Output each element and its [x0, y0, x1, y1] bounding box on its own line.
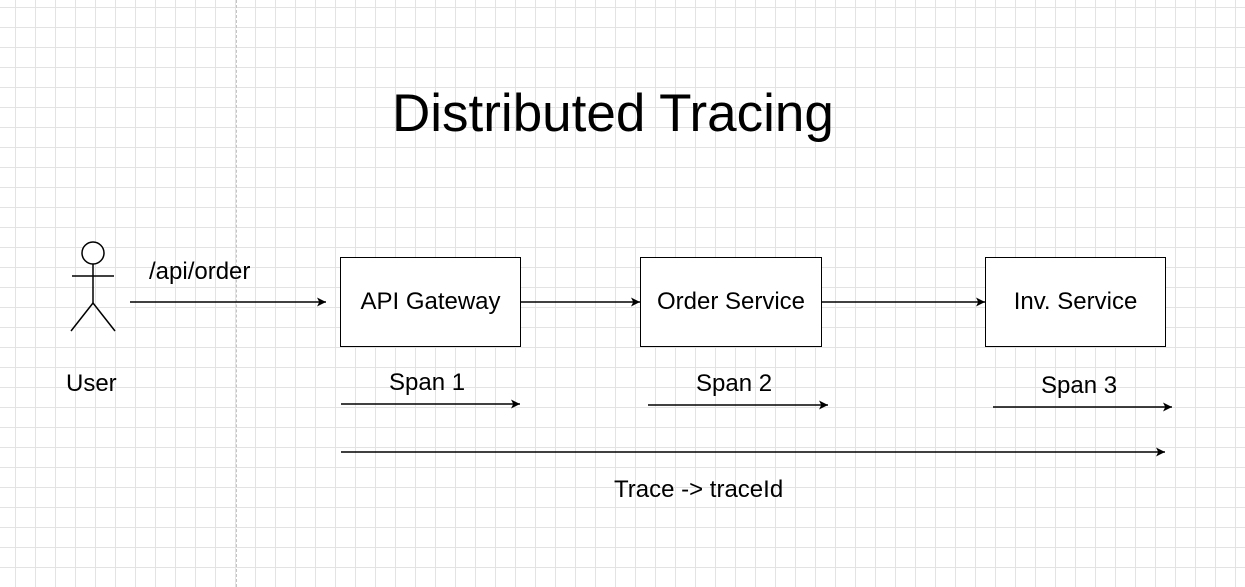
trace-label: Trace -> traceId [614, 476, 784, 503]
api-gateway-box[interactable]: API Gateway [340, 257, 521, 347]
diagram-title: Distributed Tracing [392, 84, 834, 143]
page-break-guide [236, 0, 237, 587]
inventory-service-label: Inv. Service [1013, 288, 1138, 315]
order-service-box[interactable]: Order Service [640, 257, 822, 347]
inventory-service-box[interactable]: Inv. Service [985, 257, 1166, 347]
request-label: /api/order [149, 258, 251, 285]
span-1-label: Span 1 [389, 369, 466, 396]
span-3-label: Span 3 [1041, 372, 1118, 399]
api-gateway-label: API Gateway [360, 288, 501, 315]
span-2-label: Span 2 [696, 370, 773, 397]
order-service-label: Order Service [656, 288, 806, 315]
user-label: User [66, 370, 117, 397]
user-actor-icon [70, 241, 116, 332]
